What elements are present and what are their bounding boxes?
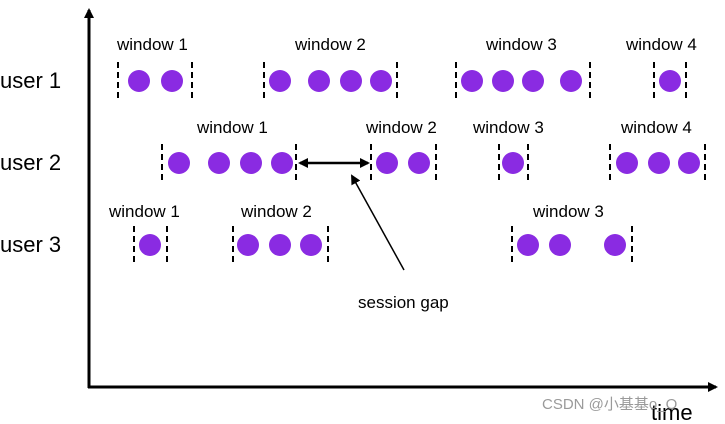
window-label: window 4 — [620, 118, 692, 137]
window-label: window 2 — [365, 118, 437, 137]
event-dot — [240, 152, 262, 174]
window-label: window 4 — [625, 35, 697, 54]
event-dot — [340, 70, 362, 92]
watermark: CSDN @小基基o_O — [542, 396, 677, 413]
event-dot — [408, 152, 430, 174]
user-2-row: window 1 window 2 window 3 window 4 — [161, 118, 706, 182]
event-dot — [269, 234, 291, 256]
event-dot — [517, 234, 539, 256]
window-label: window 2 — [294, 35, 366, 54]
event-dot — [522, 70, 544, 92]
window-label: window 1 — [116, 35, 188, 54]
event-dot — [139, 234, 161, 256]
event-dot — [461, 70, 483, 92]
user-2-label: user 2 — [0, 150, 61, 175]
event-dot — [678, 152, 700, 174]
user-1-row: window 1 window 2 window 3 window 4 — [116, 35, 697, 100]
event-dot — [502, 152, 524, 174]
session-gap-pointer-arrow — [351, 174, 405, 271]
event-dot — [604, 234, 626, 256]
window-group: window 3 — [455, 35, 591, 100]
x-axis-label: time — [651, 400, 693, 424]
window-label: window 3 — [472, 118, 544, 137]
window-label: window 1 — [196, 118, 268, 137]
user-3-row: window 1 window 2 window 3 — [108, 202, 633, 264]
event-dot — [271, 152, 293, 174]
event-dot — [308, 70, 330, 92]
event-dot — [161, 70, 183, 92]
window-label: window 3 — [532, 202, 604, 221]
window-group: window 1 — [161, 118, 297, 182]
window-group: window 2 — [365, 118, 437, 182]
window-label: window 3 — [485, 35, 557, 54]
window-group: window 3 — [511, 202, 633, 264]
window-group: window 1 — [116, 35, 193, 100]
event-dot — [376, 152, 398, 174]
window-group: window 4 — [625, 35, 697, 100]
user-3-label: user 3 — [0, 232, 61, 257]
user-1-label: user 1 — [0, 68, 61, 93]
session-gap-label: session gap — [358, 293, 449, 312]
event-dot — [128, 70, 150, 92]
window-group: window 1 — [108, 202, 180, 264]
window-label: window 2 — [240, 202, 312, 221]
event-dot — [560, 70, 582, 92]
window-label: window 1 — [108, 202, 180, 221]
window-group: window 3 — [472, 118, 544, 182]
event-dot — [208, 152, 230, 174]
event-dot — [616, 152, 638, 174]
event-dot — [300, 234, 322, 256]
window-group: window 2 — [232, 202, 329, 264]
event-dot — [237, 234, 259, 256]
event-dot — [269, 70, 291, 92]
event-dot — [549, 234, 571, 256]
window-group: window 4 — [609, 118, 706, 182]
event-dot — [659, 70, 681, 92]
event-dot — [492, 70, 514, 92]
window-group: window 2 — [263, 35, 398, 100]
event-dot — [648, 152, 670, 174]
event-dot — [168, 152, 190, 174]
event-dot — [370, 70, 392, 92]
